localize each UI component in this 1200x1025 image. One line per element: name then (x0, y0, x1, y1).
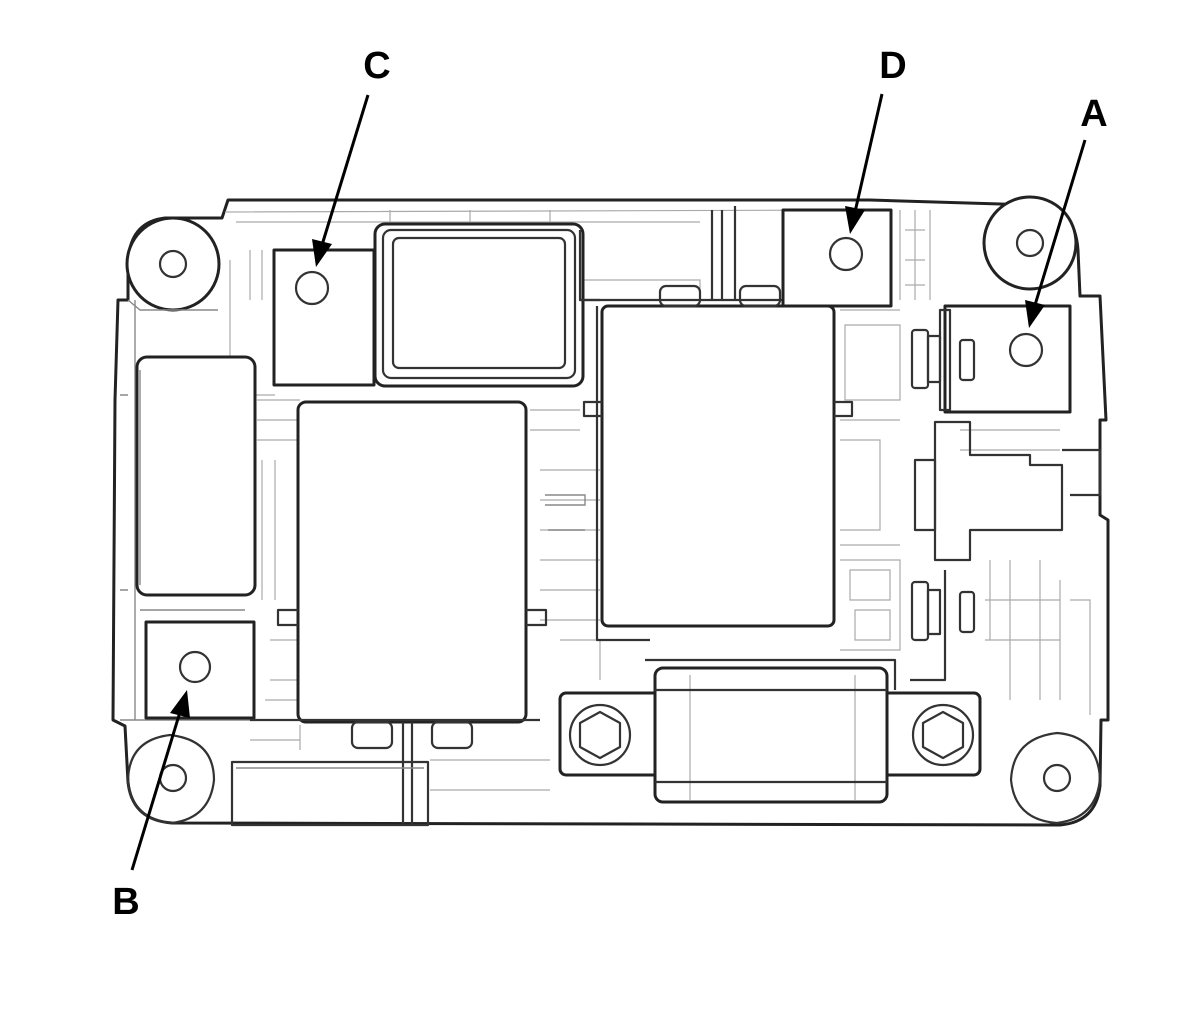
mounting-bracket-b (144, 620, 256, 720)
callout-c: C (312, 45, 391, 267)
callout-label-b: B (112, 881, 139, 923)
callout-label-d: D (879, 45, 906, 87)
callouts: C D A B (112, 45, 1107, 923)
bottom-relay (558, 658, 982, 804)
left-connector (135, 355, 257, 597)
callout-a: A (1025, 93, 1108, 328)
callout-label-a: A (1080, 93, 1107, 135)
corner-holes (125, 195, 1102, 825)
mounting-bracket-d (781, 208, 893, 308)
right-large-component (580, 206, 854, 642)
mounting-bracket-c (272, 248, 376, 387)
callout-d: D (845, 45, 907, 234)
left-large-component (250, 400, 548, 825)
bottom-left-connector (230, 760, 430, 827)
right-connectors (910, 304, 1102, 682)
top-connector (373, 222, 600, 388)
callout-label-c: C (363, 45, 390, 87)
internal-ribs (229, 210, 1091, 791)
callout-b: B (112, 690, 190, 923)
